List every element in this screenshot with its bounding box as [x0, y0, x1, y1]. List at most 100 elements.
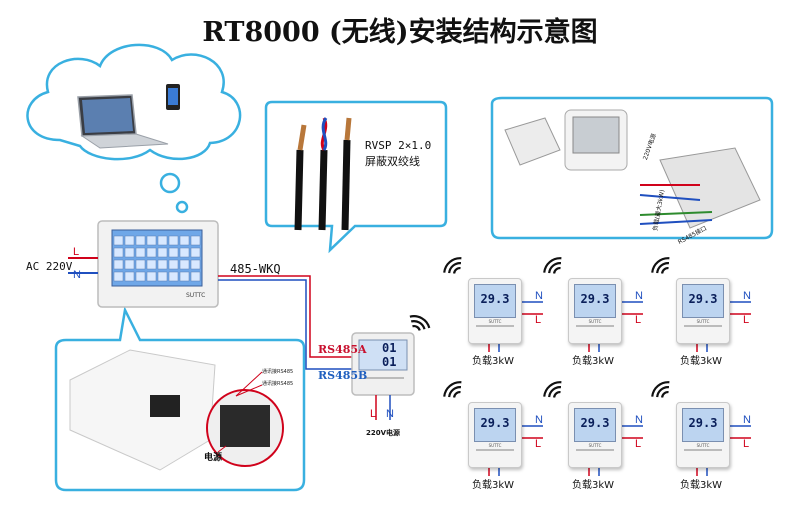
thermostat-buttons[interactable] [576, 325, 614, 331]
panel-screen-cell [157, 235, 168, 246]
gateway-device [351, 332, 415, 396]
thermostat-temp: 29.3 [580, 416, 610, 430]
thermostat-live-pin: L [743, 314, 750, 326]
thermostat-neutral-pin: N [535, 414, 543, 426]
thermostat-live-pin: L [535, 314, 542, 326]
thermostat-buttons[interactable] [476, 325, 514, 331]
diagram-title: RT8000 (无线)安装结构示意图 [202, 17, 598, 48]
wifi-icon [409, 315, 431, 331]
thermostat-unit[interactable]: 29.3 SUTTC [568, 278, 622, 344]
bus-label: 485-WKQ [230, 262, 281, 276]
panel-screen-cell [124, 247, 135, 258]
thermostat-temp: 29.3 [480, 292, 510, 306]
panel-screen-cell [168, 247, 179, 258]
thermostat-neutral-pin: N [743, 414, 751, 426]
panel-screen-cell [157, 271, 168, 282]
wifi-icon [651, 381, 670, 398]
panel-screen-cell [135, 259, 146, 270]
thermostat-load-label: 负载3kW [472, 480, 515, 491]
thermostat-brand: SUTTC [696, 443, 710, 448]
panel-neutral-pin: N [73, 269, 81, 281]
thermostat-load-label: 负载3kW [680, 480, 723, 491]
panel-screen-cell [179, 235, 190, 246]
photo-label-rs485-b: 通讯接RS485 [262, 381, 294, 387]
gateway-power-label: 220V电源 [366, 429, 401, 437]
thermostat-load-label: 负载3kW [572, 480, 615, 491]
panel-screen-cell [168, 235, 179, 246]
thermostat-brand: SUTTC [588, 443, 602, 448]
thermostat-buttons[interactable] [576, 449, 614, 455]
thermostat-live-pin: L [743, 438, 750, 450]
wiring-photo [69, 349, 284, 471]
thermostat-screen: 29.3 [574, 284, 616, 318]
thermostat-unit[interactable]: 29.3 SUTTC [676, 278, 730, 344]
thermostat-unit[interactable]: 29.3 SUTTC [468, 402, 522, 468]
panel-screen-cell [146, 271, 157, 282]
thermostat-temp: 29.3 [688, 416, 718, 430]
cable-spec-line1: RVSP 2×1.0 [365, 139, 432, 152]
panel-screen-cell [135, 271, 146, 282]
smartphone-icon [166, 84, 180, 110]
thermostat-live-pin: L [635, 438, 642, 450]
thermostat-brand: SUTTC [488, 319, 502, 324]
panel-screen-cell [146, 235, 157, 246]
thermostat-brand: SUTTC [588, 319, 602, 324]
thermostat-brand: SUTTC [696, 319, 710, 324]
cable-callout-frame [264, 100, 448, 254]
panel-screen-cell [124, 259, 135, 270]
thermostat-load-label: 负载3kW [472, 356, 515, 367]
photo-label-power-terminal: 电源 [204, 453, 223, 463]
thermostat-buttons[interactable] [684, 325, 722, 331]
thermostat-unit[interactable]: 29.3 SUTTC [568, 402, 622, 468]
panel-screen-cell [179, 259, 190, 270]
panel-screen-cell [113, 259, 124, 270]
thermostat-buttons[interactable] [684, 449, 722, 455]
thermostat-load-label: 负载3kW [572, 356, 615, 367]
thermostat-screen: 29.3 [574, 408, 616, 442]
rs485b-label: RS485B [318, 369, 368, 382]
panel-screen-cell [124, 271, 135, 282]
wifi-icon [543, 257, 562, 274]
panel-brand: SUTTC [186, 292, 206, 299]
panel-screen-cell [168, 271, 179, 282]
thermostat-temp: 29.3 [688, 292, 718, 306]
gateway-display-top: 01 [382, 341, 397, 355]
panel-screen-cell [157, 259, 168, 270]
thermostat-neutral-pin: N [635, 290, 643, 302]
product-photo [504, 109, 761, 229]
twisted-pair-cable-icon [294, 117, 352, 231]
gateway-live-pin: L [370, 408, 377, 420]
wifi-icon [443, 257, 462, 274]
panel-screen-cell [113, 235, 124, 246]
cable-spec-line2: 屏蔽双绞线 [365, 155, 420, 168]
laptop-icon [77, 94, 169, 149]
thermostat-screen: 29.3 [474, 408, 516, 442]
wifi-icon [543, 381, 562, 398]
thermostat-screen: 29.3 [682, 408, 724, 442]
panel-screen-cell [179, 247, 190, 258]
thermostat-neutral-pin: N [743, 290, 751, 302]
thermostat-unit[interactable]: 29.3 SUTTC [468, 278, 522, 344]
panel-screen-cell [146, 247, 157, 258]
panel-screen-cell [190, 259, 201, 270]
ac-supply-label: AC 220V [26, 260, 73, 273]
thermostat-buttons[interactable] [476, 449, 514, 455]
panel-screen-cell [124, 235, 135, 246]
thermostat-temp: 29.3 [580, 292, 610, 306]
cable-spec: RVSP 2×1.0 屏蔽双绞线 [365, 138, 431, 170]
thermostat-neutral-pin: N [635, 414, 643, 426]
panel-screen-cell [179, 271, 190, 282]
cloud-icon [26, 43, 242, 214]
wifi-icon [443, 381, 462, 398]
panel-screen-cell [146, 259, 157, 270]
wifi-icon [651, 257, 670, 274]
thermostat-live-pin: L [535, 438, 542, 450]
thermostat-screen: 29.3 [474, 284, 516, 318]
thermostat-screen: 29.3 [682, 284, 724, 318]
panel-screen-cell [135, 247, 146, 258]
panel-screen-cell [190, 235, 201, 246]
thermostat-unit[interactable]: 29.3 SUTTC [676, 402, 730, 468]
gateway-display-bottom: 01 [382, 355, 397, 369]
thermostat-live-pin: L [635, 314, 642, 326]
